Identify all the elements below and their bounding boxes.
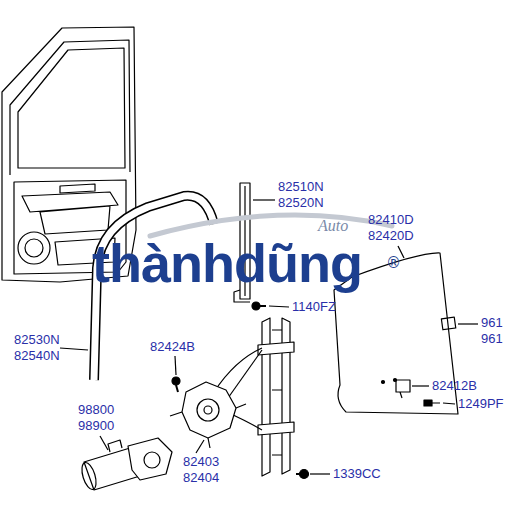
leader-line xyxy=(458,323,478,324)
regulator-drum xyxy=(197,399,219,421)
callout-number: 82530N xyxy=(14,333,60,346)
bolt-shank xyxy=(296,473,300,475)
callout-number: 98900 xyxy=(78,419,114,432)
callout-number: 82540N xyxy=(14,349,60,362)
leader-line xyxy=(253,199,275,200)
callout-number: 82520N xyxy=(278,196,324,209)
watermark-text: thànhdũng xyxy=(92,236,362,290)
regulator-rail xyxy=(262,318,270,476)
callout-number: 82510N xyxy=(278,180,324,193)
glass-sticker xyxy=(441,317,455,330)
bolt-shank xyxy=(259,305,266,307)
callout-number: 82410D xyxy=(368,213,414,226)
regulator-cable xyxy=(214,348,262,392)
door-window-opening xyxy=(18,48,125,168)
callout-number: 1140FZ xyxy=(292,300,336,313)
watermark-text: Auto xyxy=(318,218,348,234)
regulator-slider xyxy=(258,342,294,435)
motor-gear xyxy=(144,452,160,468)
glass-bolt xyxy=(424,400,440,406)
callout-number: 82420D xyxy=(368,229,414,242)
glass-hole xyxy=(382,381,385,384)
callout-number: 98800 xyxy=(78,403,114,416)
regulator-rail xyxy=(282,318,290,474)
leader-line xyxy=(443,403,455,404)
leader-line xyxy=(100,436,108,450)
callout-number: 82404 xyxy=(183,471,219,484)
motor-gearbox xyxy=(128,438,172,480)
door-inner-frame xyxy=(10,40,130,175)
regulator-drum-housing xyxy=(182,382,236,438)
door-armrest xyxy=(22,192,118,234)
leader-line xyxy=(310,473,330,474)
glass-bracket xyxy=(396,380,410,398)
regulator-mount xyxy=(170,404,246,448)
bolt xyxy=(252,302,260,310)
callout-number: 1249PF xyxy=(458,397,504,410)
regulator-bracket xyxy=(272,330,282,455)
callout-number: 82424B xyxy=(150,340,195,353)
callout-number: 961 xyxy=(481,316,503,329)
bolt-shank xyxy=(176,385,178,392)
callout-number: 82412B xyxy=(432,379,477,392)
leader-line xyxy=(269,306,289,307)
bolt xyxy=(172,377,180,385)
leader-line xyxy=(60,348,88,350)
leader-line xyxy=(412,385,429,386)
rear-channel-bracket xyxy=(234,290,250,302)
door-handle xyxy=(60,184,95,193)
leader-line xyxy=(196,440,204,453)
regulator-cable xyxy=(228,350,262,398)
door-speaker-inner xyxy=(25,239,43,257)
watermark-mark: ® xyxy=(386,256,401,271)
regulator-drum-hub xyxy=(204,406,212,414)
motor-connector xyxy=(108,440,122,452)
door-speaker xyxy=(18,232,50,264)
logo-swoosh xyxy=(150,215,392,236)
callout-number: 961 xyxy=(481,332,503,345)
callout-number: 1339CC xyxy=(333,467,381,480)
motor-end xyxy=(79,461,99,491)
leader-line xyxy=(175,356,176,375)
bolt xyxy=(300,470,309,479)
callout-number: 82403 xyxy=(183,455,219,468)
